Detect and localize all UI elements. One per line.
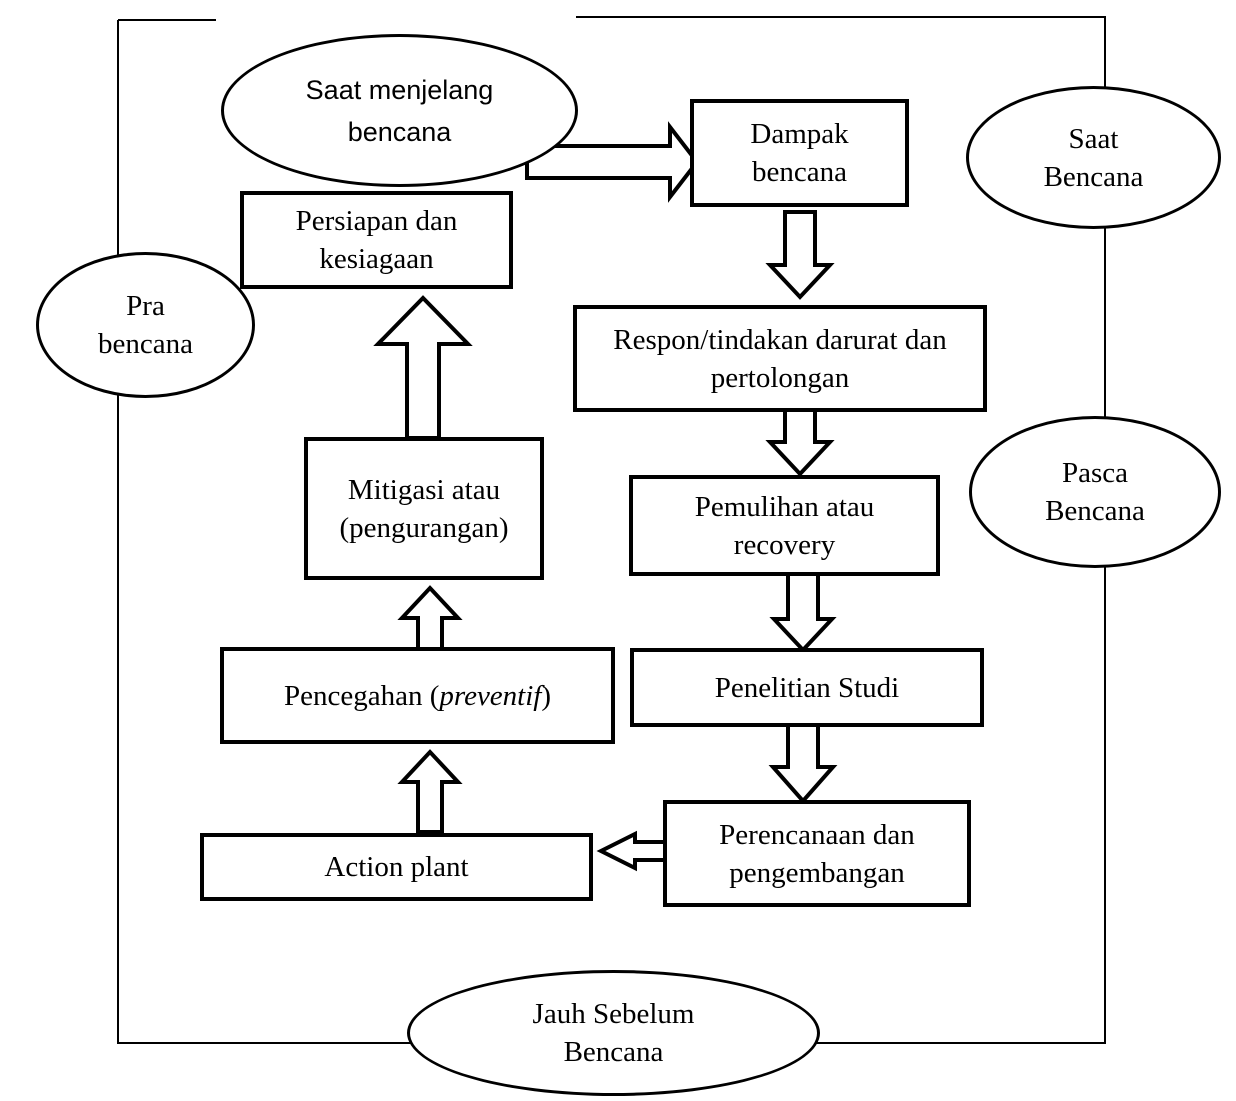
penelitian-studi-box: Penelitian Studi bbox=[630, 648, 984, 727]
jauh-sebelum-bencana-ellipse: Jauh Sebelum Bencana bbox=[407, 970, 820, 1096]
perencanaan-label: Perencanaan dan pengembangan bbox=[719, 818, 915, 889]
dampak-bencana-label: Dampak bencana bbox=[750, 118, 849, 188]
mitigasi-label: Mitigasi atau (pengurangan) bbox=[339, 473, 509, 544]
saat-menjelang-bencana-ellipse: Saat menjelang bencana bbox=[221, 34, 578, 187]
arrow-action-to-pencegahan bbox=[397, 749, 463, 834]
pra-bencana-ellipse: Pra bencana bbox=[36, 252, 255, 398]
pasca-bencana-ellipse: Pasca Bencana bbox=[969, 416, 1221, 568]
frame-bottom-left bbox=[117, 390, 412, 1044]
arrow-penelitian-to-perencanaan bbox=[768, 714, 838, 805]
pencegahan-emphasis: preventif bbox=[439, 679, 542, 712]
arrow-perencanaan-to-action bbox=[596, 830, 667, 872]
pencegahan-label: Pencegahan (preventif) bbox=[283, 679, 552, 712]
respon-darurat-box: Respon/tindakan darurat dan pertolongan bbox=[573, 305, 987, 412]
saat-bencana-label: Saat Bencana bbox=[1043, 122, 1144, 193]
arrow-to-dampak bbox=[525, 121, 700, 203]
action-plant-label: Action plant bbox=[324, 851, 469, 883]
respon-darurat-label: Respon/tindakan darurat dan pertolongan bbox=[613, 323, 947, 394]
pemulihan-box: Pemulihan atau recovery bbox=[629, 475, 940, 576]
saat-menjelang-bencana-label: Saat menjelang bencana bbox=[305, 74, 494, 147]
penelitian-studi-label: Penelitian Studi bbox=[714, 671, 900, 704]
pra-bencana-label: Pra bencana bbox=[98, 290, 194, 360]
saat-bencana-ellipse: Saat Bencana bbox=[966, 86, 1221, 229]
arrow-respon-to-pemulihan bbox=[765, 407, 835, 477]
action-plant-box: Action plant bbox=[200, 833, 593, 901]
arrow-mitigasi-to-persiapan bbox=[373, 295, 473, 440]
arrow-pencegahan-to-mitigasi bbox=[397, 585, 463, 658]
pasca-bencana-label: Pasca Bencana bbox=[1045, 457, 1145, 527]
jauh-sebelum-bencana-label: Jauh Sebelum Bencana bbox=[532, 998, 695, 1068]
persiapan-kesiagaan-label: Persiapan dan kesiagaan bbox=[295, 205, 458, 275]
arrow-pemulihan-to-penelitian bbox=[769, 564, 837, 653]
dampak-bencana-box: Dampak bencana bbox=[690, 99, 909, 207]
mitigasi-box: Mitigasi atau (pengurangan) bbox=[304, 437, 544, 580]
pemulihan-label: Pemulihan atau recovery bbox=[694, 490, 875, 561]
persiapan-kesiagaan-box: Persiapan dan kesiagaan bbox=[240, 191, 513, 289]
arrow-dampak-to-respon bbox=[765, 210, 835, 300]
perencanaan-box: Perencanaan dan pengembangan bbox=[663, 800, 971, 907]
pencegahan-box: Pencegahan (preventif) bbox=[220, 647, 615, 744]
